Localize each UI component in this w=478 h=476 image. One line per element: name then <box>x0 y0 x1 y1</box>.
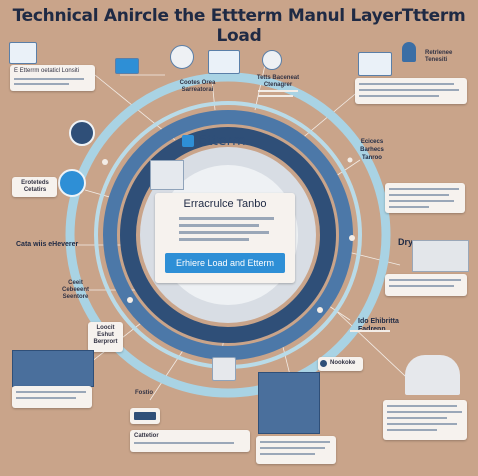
middle-ring <box>103 110 353 360</box>
top-right-label: Retrlenee Tenesiti <box>425 50 453 63</box>
left-2-label: Cata wiis eHeverer <box>16 241 79 248</box>
right-2-label: Dry <box>398 237 414 247</box>
right-1-card <box>385 183 465 213</box>
top-left-label: E Etterrm oetaticl Lonsiti <box>14 68 80 74</box>
buildings-image <box>12 350 94 387</box>
bottom-right-card <box>383 400 467 440</box>
right-4-label: Nookoke <box>330 360 356 366</box>
bottom-left-card <box>12 386 92 408</box>
badge-icon <box>320 360 327 367</box>
center-panel-title: Erracrulce Tanbo <box>183 198 267 210</box>
left-3-label: Ceeit Cebeeent Seentore <box>61 280 89 300</box>
logo-icon <box>182 135 194 147</box>
server-image <box>258 372 320 434</box>
left-4-label: Loocit Eshut Berprort <box>93 325 118 345</box>
screen-icon <box>150 160 184 190</box>
right-2-card <box>385 274 467 296</box>
load-button[interactable]: Erhiere Load and Etterm <box>165 253 285 273</box>
vehicle-icon <box>212 357 236 381</box>
center-panel: Erracrulce Tanbo Erhiere Load and Etterm <box>155 193 295 283</box>
center-logo: Etterm <box>182 133 282 151</box>
bottom-1-label: Fostio <box>135 390 153 396</box>
right-4-card: Nookoke <box>318 357 363 371</box>
bottom-2-label: Cattetior <box>134 433 159 439</box>
cloud-icon <box>405 355 460 395</box>
server-card <box>256 436 336 464</box>
bottom-center-card: Cattetior <box>130 430 250 452</box>
left-1-card: Eroteteds Cetatirs <box>12 177 57 197</box>
building-image <box>412 240 469 272</box>
page-title: Technical Anircle the Ettterm Manul Laye… <box>12 6 466 46</box>
target-icon <box>262 50 282 70</box>
card-icon <box>115 58 139 74</box>
left-4-card: Loocit Eshut Berprort <box>88 322 123 352</box>
monitor-icon <box>9 42 37 64</box>
laptop-icon <box>358 52 392 76</box>
left-1-label: Eroteteds Cetatirs <box>21 180 49 193</box>
top-left-card: E Etterrm oetaticl Lonsiti <box>10 65 95 91</box>
right-3-label: Ido Ehibritta Fadrenn <box>358 318 399 333</box>
logo-text: Etterm <box>198 133 246 149</box>
top-mid-left-label: Cootes Orea Sarreatorai <box>179 80 216 93</box>
person-icon <box>402 42 416 62</box>
right-1-label: Ecicecs Barhecs Tanroo <box>360 139 384 161</box>
top-right-card <box>355 78 467 104</box>
gear-icon <box>170 45 194 69</box>
bottom-icon-card <box>130 408 160 424</box>
outer-ring <box>65 72 391 398</box>
top-mid-right-label: Tetts Baceneat Ctenagrer <box>256 75 300 88</box>
document-icon <box>208 50 240 74</box>
inner-ring <box>120 127 336 343</box>
